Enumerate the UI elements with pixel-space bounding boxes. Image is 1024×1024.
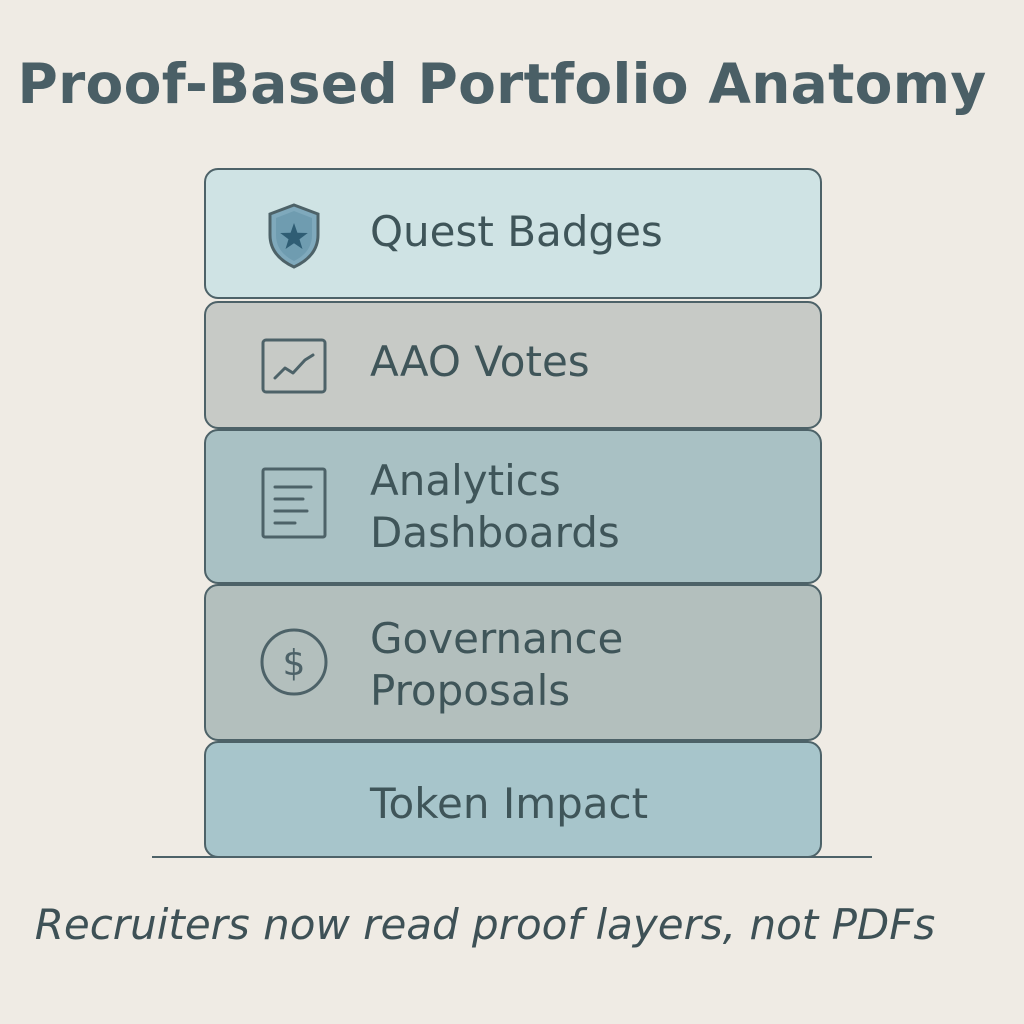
svg-text:$: $ — [283, 643, 306, 684]
layer-label-line-2: Dashboards — [370, 508, 620, 557]
shield-star-icon — [256, 198, 332, 274]
layer-analytics-dashboards: Analytics Dashboards — [204, 429, 822, 584]
layer-label: Quest Badges — [370, 207, 663, 256]
ground-line — [152, 856, 872, 858]
layer-token-impact: Token Impact — [204, 741, 822, 858]
layer-quest-badges: Quest Badges — [204, 168, 822, 299]
caption: Recruiters now read proof layers, not PD… — [34, 900, 936, 949]
layer-governance-proposals: $ Governance Proposals — [204, 584, 822, 741]
layer-label-line-1: Governance — [370, 614, 624, 663]
dollar-circle-icon: $ — [256, 624, 332, 700]
layer-aao-votes: AAO Votes — [204, 301, 822, 429]
line-chart-icon — [256, 329, 332, 405]
layer-label-line-2: Proposals — [370, 666, 571, 715]
layer-label-line-1: Analytics — [370, 456, 561, 505]
layer-label: AAO Votes — [370, 337, 590, 386]
document-icon — [256, 465, 332, 541]
layer-label: Governance Proposals — [370, 613, 800, 717]
layer-label: Token Impact — [370, 779, 649, 828]
diagram-title: Proof-Based Portfolio Anatomy — [17, 52, 987, 116]
layer-label: Analytics Dashboards — [370, 455, 800, 559]
